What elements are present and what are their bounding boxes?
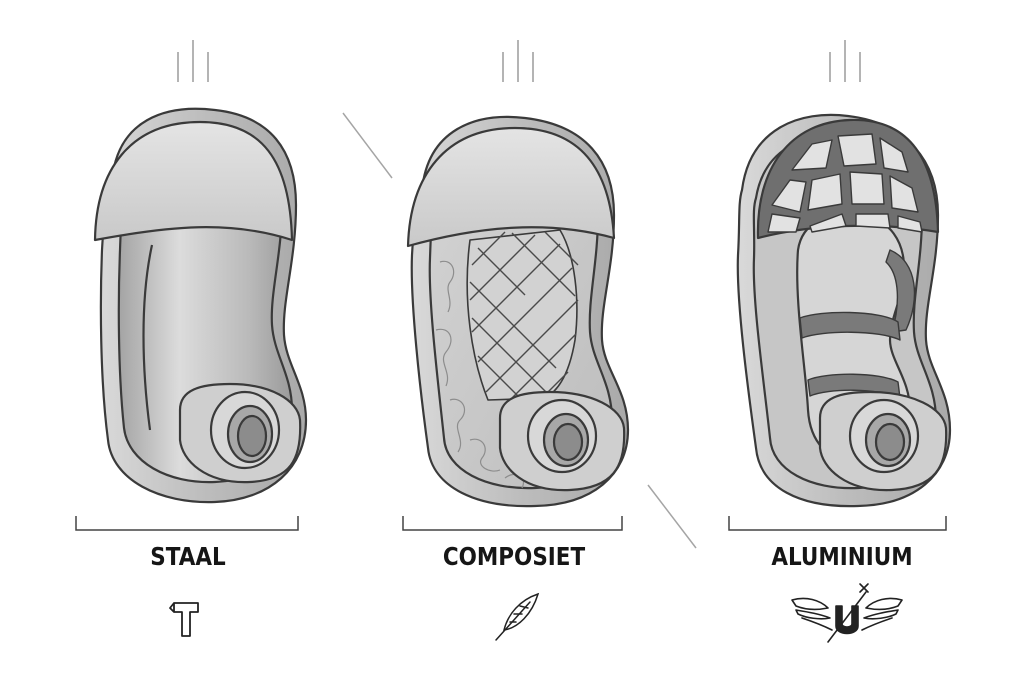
motion-lines xyxy=(177,40,209,82)
hammer-icon xyxy=(169,602,199,637)
composite-toe-cap xyxy=(406,115,630,508)
motion-streak xyxy=(342,112,393,179)
steel-toe-cap xyxy=(93,107,308,504)
lattice-openings xyxy=(767,133,923,233)
label-composite: COMPOSIET xyxy=(442,542,586,571)
aluminium-toe-cap xyxy=(736,113,952,508)
foam-texture xyxy=(435,260,525,489)
winged-magnet-crossed-icon xyxy=(791,583,903,643)
motion-lines xyxy=(829,40,861,82)
feather-icon xyxy=(495,592,540,641)
bracket xyxy=(728,516,947,531)
label-aluminium: ALUMINIUM xyxy=(771,542,913,571)
panel-aluminium xyxy=(728,40,952,643)
bracket xyxy=(75,516,299,531)
woven-carbon-pattern xyxy=(466,229,578,401)
bracket xyxy=(402,516,623,531)
motion-lines xyxy=(502,40,534,82)
panel-composite xyxy=(342,40,697,641)
label-steel: STAAL xyxy=(150,542,226,571)
panel-steel xyxy=(75,40,308,637)
lattice-side-frame xyxy=(799,249,916,399)
motion-streak xyxy=(647,484,697,549)
